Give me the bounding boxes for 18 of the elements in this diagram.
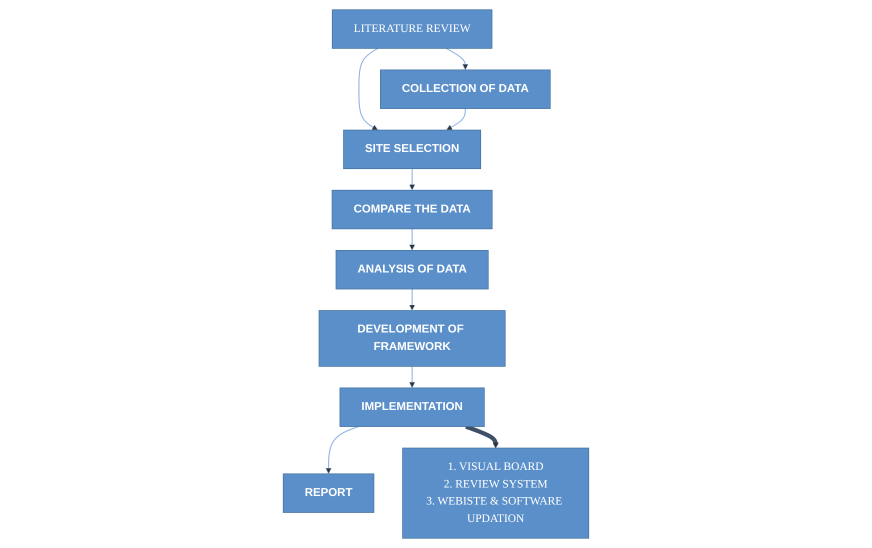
arrow bbox=[446, 48, 468, 70]
arrow bbox=[325, 426, 359, 474]
arrow bbox=[408, 366, 416, 388]
arrow bbox=[446, 108, 466, 130]
node-box: 1. VISUAL BOARD 2. REVIEW SYSTEM 3. WEBISTE & SOFTWARE UPDATION bbox=[402, 448, 590, 539]
node-box: IMPLEMENTATION bbox=[340, 388, 485, 427]
node-box: SITE SELECTION bbox=[343, 130, 482, 170]
node-box: COMPARE THE DATA bbox=[332, 190, 493, 230]
node-box: ANALYSIS OF DATA bbox=[336, 250, 489, 290]
arrow bbox=[358, 48, 378, 130]
node-box: LITERATURE REVIEW bbox=[332, 9, 492, 49]
arrow bbox=[408, 289, 416, 311]
arrow bbox=[465, 424, 499, 448]
node-box: DEVELOPMENT OF FRAMEWORK bbox=[318, 310, 506, 367]
node-box: REPORT bbox=[282, 473, 374, 513]
arrow bbox=[408, 228, 416, 251]
node-box: COLLECTION OF DATA bbox=[380, 70, 551, 109]
arrow bbox=[408, 168, 416, 190]
